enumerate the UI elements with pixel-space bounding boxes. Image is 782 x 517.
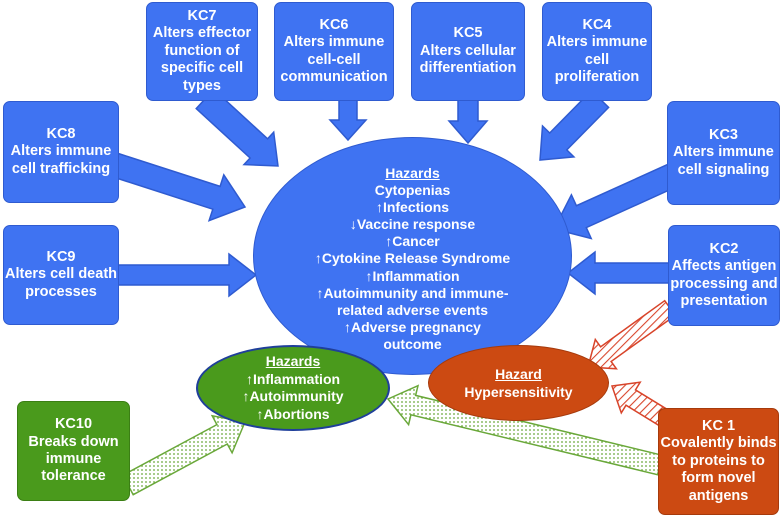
hazard-item: related adverse events <box>337 301 488 318</box>
hazard-orange-ellipse: Hazard Hypersensitivity <box>428 345 609 421</box>
kc10-box: KC10 Breaks down immune tolerance <box>17 401 130 501</box>
hazard-item: ↑Autoimmunity <box>242 388 344 404</box>
kc2-to-hypersensitivity-arrow <box>587 299 677 370</box>
hazards-main-ellipse: Hazards Cytopenias ↑Infections ↓Vaccine … <box>253 137 572 375</box>
kc8-box: KC8 Alters immune cell trafficking <box>3 101 119 203</box>
hazard-item: ↑Adverse pregnancy <box>344 318 481 335</box>
hazard-item: ↑Inflammation <box>365 267 460 284</box>
kc1-to-hypersensitivity-arrow <box>610 381 670 427</box>
kc2-arrow <box>566 250 671 296</box>
kc-code: KC6 <box>319 16 349 33</box>
kc-text: Alters cellular differentiation <box>419 42 517 77</box>
hazard-item: ↑Inflammation <box>245 370 341 387</box>
kc-text: Alters effector function of specific cel… <box>152 25 252 94</box>
hazards-green-ellipse: Hazards ↑Inflammation ↑Autoimmunity ↑Abo… <box>196 345 390 431</box>
kc8-arrow <box>110 152 247 222</box>
hazards-green-title: Hazards <box>265 353 321 369</box>
kc-text: Alters immune cell proliferation <box>546 34 648 85</box>
kc3-box: KC3 Alters immune cell signaling <box>667 101 780 205</box>
kc-code: KC 1 <box>701 418 736 435</box>
kc-text: Alters cell death processes <box>4 266 117 300</box>
kc9-box: KC9 Alters cell death processes <box>3 225 119 325</box>
kc9-arrow <box>116 252 258 298</box>
kc6-box: KC6 Alters immune cell-cell communicatio… <box>274 2 394 101</box>
hazard-orange-title: Hazard <box>495 365 542 382</box>
kc5-box: KC5 Alters cellular differentiation <box>411 2 525 101</box>
hazard-item: Hypersensitivity <box>464 384 573 400</box>
kc10-to-hazards-arrow <box>121 414 247 496</box>
kc-code: KC9 <box>46 248 76 265</box>
kc3-arrow <box>552 160 686 240</box>
kc1-box: KC 1 Covalently binds to proteins to for… <box>658 408 779 515</box>
kc-text: Covalently binds to proteins to form nov… <box>660 435 777 504</box>
kc-code: KC4 <box>582 16 612 33</box>
hazard-item: outcome <box>383 335 442 352</box>
kc4-arrow <box>539 89 610 161</box>
hazard-item: ↑Abortions <box>256 405 330 422</box>
kc5-arrow <box>447 98 489 145</box>
hazard-item: ↑Infections <box>375 199 450 216</box>
hazard-item: Cytopenias <box>374 182 451 199</box>
kc-code: KC8 <box>46 125 76 142</box>
kc-text: Alters immune cell signaling <box>673 144 774 178</box>
kc7-box: KC7 Alters effector function of specific… <box>146 2 258 101</box>
hazard-item: ↑Cancer <box>385 233 440 250</box>
kc-code: KC3 <box>708 126 738 143</box>
kc-code: KC5 <box>453 25 483 42</box>
hazard-item: ↓Vaccine response <box>349 216 476 233</box>
kc4-box: KC4 Alters immune cell proliferation <box>542 2 652 101</box>
kc2-box: KC2 Affects antigen processing and prese… <box>668 225 780 326</box>
kc-code: KC10 <box>54 416 93 433</box>
kc-text: Alters immune cell-cell communication <box>280 34 388 85</box>
kc-text: Affects antigen processing and presentat… <box>670 258 778 309</box>
hazard-item: ↑Autoimmunity and immune- <box>316 284 509 301</box>
kc-code: KC2 <box>709 240 739 257</box>
hazard-item: ↑Cytokine Release Syndrome <box>314 250 511 267</box>
kc-text: Alters immune cell trafficking <box>10 143 112 177</box>
kc-text: Breaks down immune tolerance <box>28 433 119 485</box>
kc6-arrow <box>328 98 368 142</box>
hazards-main-title: Hazards <box>385 165 440 182</box>
kc-code: KC7 <box>187 8 217 25</box>
